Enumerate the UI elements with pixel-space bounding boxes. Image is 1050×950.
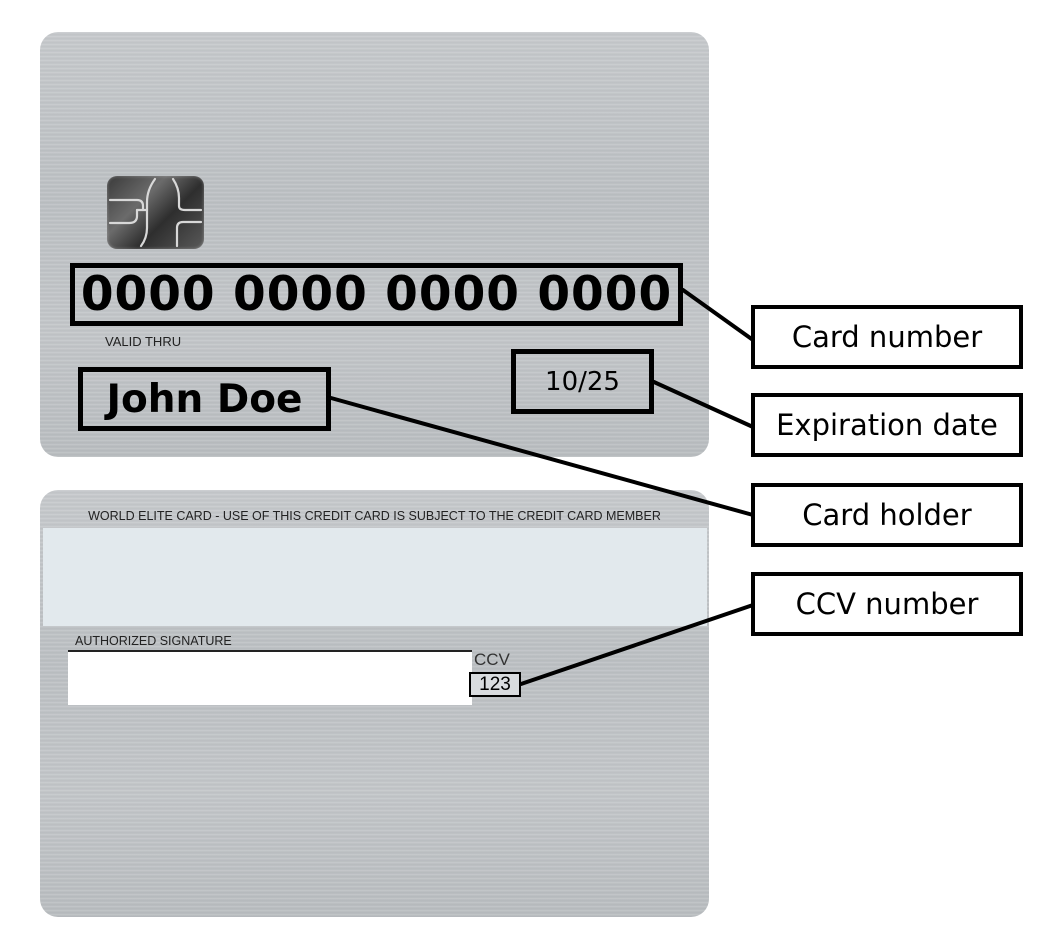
ccv-value: 123 — [469, 672, 521, 697]
ccv-label: CCV — [474, 650, 510, 669]
expiration-date: 10/25 — [511, 349, 654, 414]
signature-panel — [68, 650, 472, 705]
card-front — [40, 32, 709, 457]
callout-card-number: Card number — [751, 305, 1023, 369]
terms-strip-text: WORLD ELITE CARD - USE OF THIS CREDIT CA… — [88, 509, 661, 523]
card-holder-name: John Doe — [78, 367, 331, 431]
magnetic-stripe — [43, 528, 707, 626]
callout-card-holder: Card holder — [751, 483, 1023, 547]
callout-expiration-date: Expiration date — [751, 393, 1023, 457]
card-number: 0000 0000 0000 0000 — [70, 263, 683, 326]
callout-ccv-number: CCV number — [751, 572, 1023, 636]
valid-thru-label: VALID THRU — [105, 334, 182, 349]
authorized-signature-label: AUTHORIZED SIGNATURE — [75, 634, 232, 648]
emv-chip-icon — [107, 176, 204, 249]
